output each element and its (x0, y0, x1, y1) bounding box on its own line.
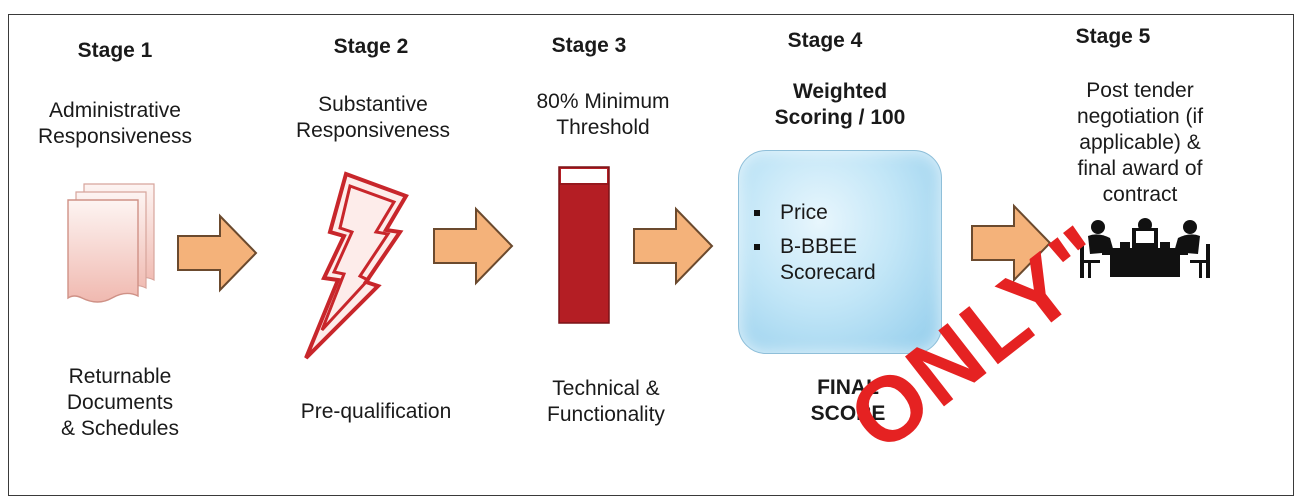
bullet-icon (754, 244, 760, 250)
stage-4-desc-line: Scoring / 100 (774, 106, 906, 129)
stage-2-output: Pre-qualification (266, 399, 486, 425)
stage-2-desc-line: Substantive (318, 93, 428, 116)
criterion-item: B-BBEE Scorecard (752, 234, 876, 286)
stage-2-description: Substantive Responsiveness (268, 92, 478, 144)
bullet-icon (754, 210, 760, 216)
stage-4-output-line: SCORE (810, 402, 886, 425)
arrow-right-icon (971, 203, 1052, 283)
lightning-bolt-icon (304, 171, 409, 360)
criterion-bbbee: B-BBEE Scorecard (780, 234, 876, 286)
criterion-bbbee-line: Scorecard (780, 261, 876, 284)
arrow-right-icon (433, 206, 514, 286)
stage-2-output-line: Pre-qualification (300, 400, 452, 423)
stage-3-description: 80% Minimum Threshold (498, 89, 708, 141)
stage-2-title: Stage 2 (333, 35, 409, 58)
stage-3-title: Stage 3 (551, 34, 627, 57)
stage-4-title: Stage 4 (787, 29, 863, 52)
stage-3-desc-line: 80% Minimum (536, 90, 670, 113)
stage-3-desc-line: Threshold (556, 116, 650, 139)
stage-3-output-line: Technical & (552, 377, 660, 400)
diagram-frame (8, 14, 1294, 496)
stage-1-output-line: Returnable (68, 365, 172, 388)
document-stack-icon (67, 183, 155, 303)
criterion-item: Price (752, 200, 876, 226)
stage-5-desc-line: final award of (1077, 157, 1203, 180)
score-criteria-list: Price B-BBEE Scorecard (752, 200, 876, 294)
stage-1-description: Administrative Responsiveness (10, 98, 220, 150)
stage-1-desc-line: Administrative (49, 99, 181, 122)
stage-4-output: FINAL SCORE (748, 375, 948, 427)
stage-5-desc-line: negotiation (if (1076, 105, 1204, 128)
stage-5-title: Stage 5 (1075, 25, 1151, 48)
stage-3-output-line: Functionality (547, 403, 665, 426)
stage-1-output-line: Documents (66, 391, 174, 414)
watermark-text: ONLY" (830, 205, 1131, 472)
stage-2-desc-line: Responsiveness (295, 119, 451, 142)
stage-4-desc-line: Weighted (792, 80, 888, 103)
stage-4-description: Weighted Scoring / 100 (730, 79, 950, 131)
score-box (738, 150, 942, 354)
criterion-bbbee-line: B-BBEE (780, 235, 858, 258)
stage-1-output-line: & Schedules (61, 417, 179, 440)
meeting-table-icon (1080, 218, 1210, 278)
stage-5-desc-line: applicable) & (1079, 131, 1201, 154)
stage-4-output-line: FINAL (817, 376, 879, 399)
stage-5-description: Post tender negotiation (if applicable) … (1040, 78, 1240, 208)
stage-1-title: Stage 1 (77, 39, 153, 62)
stage-1-desc-line: Responsiveness (37, 125, 193, 148)
stage-5-desc-line: Post tender (1086, 79, 1194, 102)
stage-1-output: Returnable Documents & Schedules (20, 364, 220, 442)
arrow-right-icon (633, 206, 714, 286)
stage-3-output: Technical & Functionality (506, 376, 706, 428)
arrow-right-icon (177, 213, 258, 293)
stage-5-desc-line: contract (1102, 183, 1178, 206)
threshold-bar-icon (558, 166, 610, 324)
criterion-price: Price (780, 201, 828, 224)
